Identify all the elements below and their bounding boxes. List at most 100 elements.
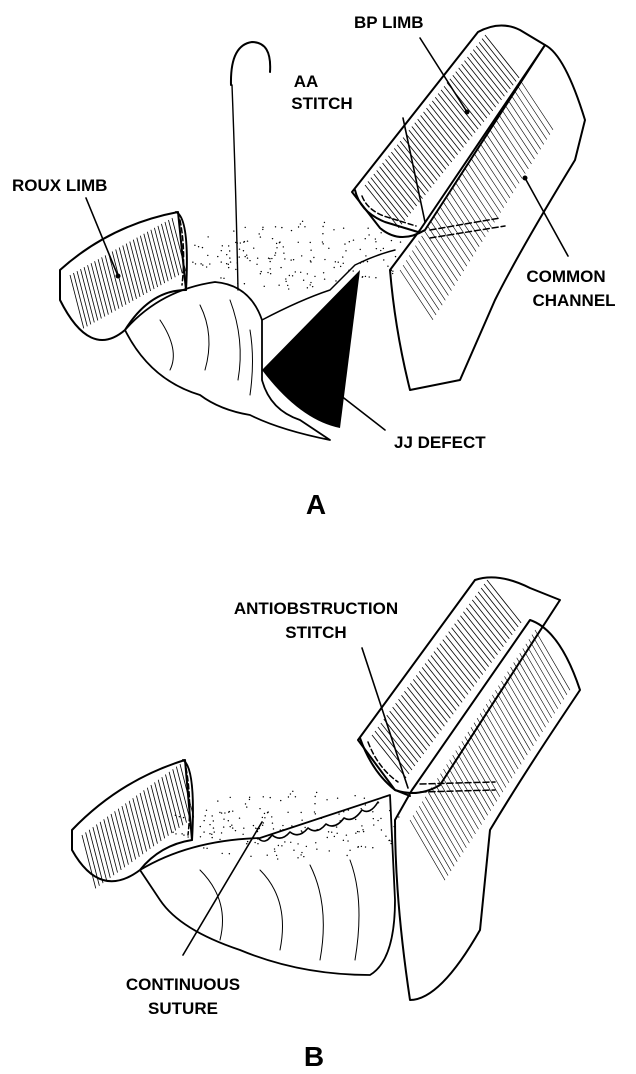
hatch-line <box>477 718 512 778</box>
stipple-dot <box>358 846 359 847</box>
stipple-dot <box>348 809 349 810</box>
stipple-dot <box>175 815 176 816</box>
stipple-dot <box>381 829 382 830</box>
stipple-dot <box>339 820 340 821</box>
hatch-line <box>409 255 442 305</box>
stipple-dot <box>275 252 276 253</box>
stipple-dot <box>267 272 268 273</box>
stipple-dot <box>344 243 345 244</box>
stipple-dot <box>391 840 392 841</box>
stipple-dot <box>249 799 250 800</box>
stipple-dot <box>355 832 356 833</box>
hatch-line <box>77 271 91 324</box>
stipple-dot <box>195 263 196 264</box>
stipple-dot <box>365 238 366 239</box>
stipple-dot <box>239 248 240 249</box>
stipple-dot <box>270 268 271 269</box>
stipple-dot <box>269 261 270 262</box>
hatch-line <box>98 259 112 312</box>
hatch-line <box>456 750 491 810</box>
stipple-dot <box>223 826 224 827</box>
stipple-dot <box>343 840 344 841</box>
stipple-dot <box>310 282 311 283</box>
hatch-line <box>465 168 498 218</box>
hatch-line <box>133 798 147 851</box>
stipple-dot <box>200 826 201 827</box>
stipple-dot <box>256 264 257 265</box>
stipple-dot <box>277 858 278 859</box>
antiobstruction-label-line1: ANTIOBSTRUCTION <box>234 599 398 618</box>
stipple-dot <box>376 248 377 249</box>
stipple-dot <box>246 806 247 807</box>
stipple-dot <box>283 252 284 253</box>
stipple-dot <box>295 271 296 272</box>
stipple-dot <box>298 242 299 243</box>
stipple-dot <box>228 245 229 246</box>
stipple-dot <box>333 229 334 230</box>
hatch-line <box>468 732 503 792</box>
stipple-dot <box>335 280 336 281</box>
panel-b: ANTIOBSTRUCTION STITCH CONTINUOUS SUTURE… <box>72 577 580 1072</box>
stipple-dot <box>338 813 339 814</box>
stipple-dot <box>232 810 233 811</box>
stipple-dot <box>222 853 223 854</box>
stipple-dot <box>244 256 245 257</box>
stipple-dot <box>283 246 284 247</box>
stipple-dot <box>217 800 218 801</box>
stipple-dot <box>273 828 274 829</box>
stipple-dot <box>221 832 222 833</box>
stipple-dot <box>304 226 305 227</box>
stipple-dot <box>207 236 208 237</box>
hatch-line <box>126 244 140 297</box>
stipple-dot <box>293 826 294 827</box>
stipple-dot <box>192 261 193 262</box>
stipple-dot <box>315 796 316 797</box>
stipple-dot <box>222 245 223 246</box>
stipple-dot <box>375 277 376 278</box>
stipple-dot <box>235 269 236 270</box>
stipple-dot <box>342 256 343 257</box>
stipple-dot <box>172 831 173 832</box>
stipple-dot <box>221 250 222 251</box>
hatch-line <box>459 746 494 806</box>
stipple-dot <box>203 820 204 821</box>
stipple-dot <box>228 820 229 821</box>
stipple-dot <box>375 238 376 239</box>
stipple-dot <box>361 261 362 262</box>
stipple-dot <box>310 242 311 243</box>
stipple-dot <box>179 816 180 817</box>
stipple-dot <box>316 792 317 793</box>
hatch-line <box>169 772 183 825</box>
stipple-dot <box>309 284 310 285</box>
stipple-dot <box>389 840 390 841</box>
stipple-dot <box>307 273 308 274</box>
stipple-dot <box>205 815 206 816</box>
stipple-dot <box>214 831 215 832</box>
stipple-dot <box>347 840 348 841</box>
stipple-dot <box>301 830 302 831</box>
hatch-line <box>86 832 100 885</box>
stipple-dot <box>363 261 364 262</box>
stipple-dot <box>282 829 283 830</box>
stipple-dot <box>247 257 248 258</box>
stipple-dot <box>391 270 392 271</box>
hatch-line <box>109 253 123 306</box>
stipple-dot <box>313 257 314 258</box>
hatch-line <box>158 780 172 833</box>
stipple-dot <box>345 250 346 251</box>
hatch-line <box>122 806 136 859</box>
hatch-line <box>480 143 513 193</box>
stipple-dot <box>253 247 254 248</box>
stipple-dot <box>372 847 373 848</box>
hatch-line <box>428 226 461 276</box>
stipple-dot <box>392 270 393 271</box>
jj-defect-shape <box>262 270 360 428</box>
panel-b-letter: B <box>304 1041 324 1072</box>
stipple-dot <box>335 261 336 262</box>
stipple-dot <box>343 228 344 229</box>
stipple-dot <box>257 258 258 259</box>
hatch-line <box>489 129 522 179</box>
stipple-dot <box>303 856 304 857</box>
hatch-line <box>471 727 506 787</box>
stipple-dot <box>364 798 365 799</box>
